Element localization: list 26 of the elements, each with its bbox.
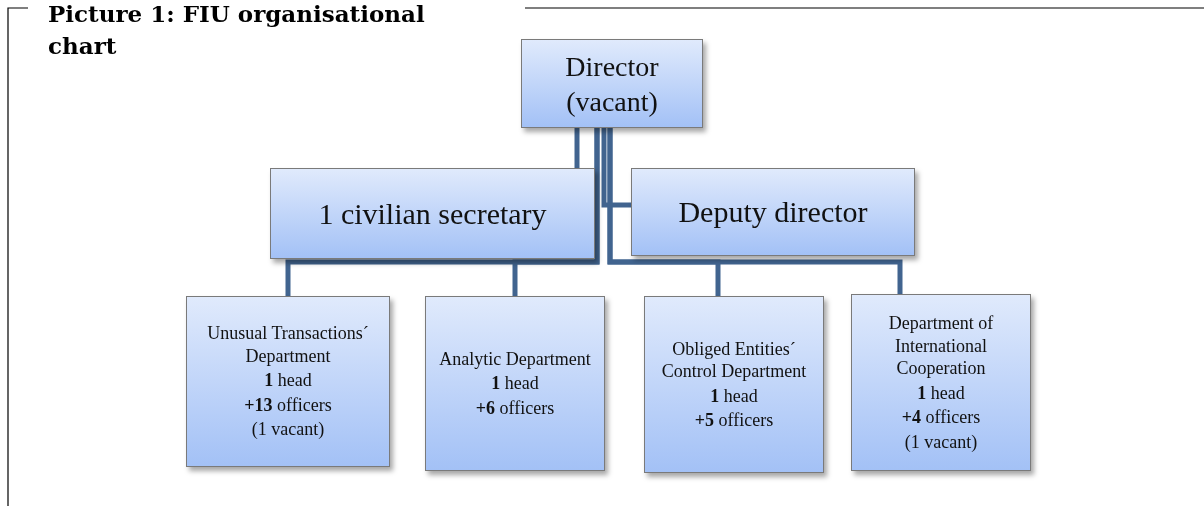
staff-count: +13 officers <box>244 393 332 417</box>
connector-line <box>601 128 631 208</box>
staff-count: (1 vacant) <box>904 430 978 453</box>
staff-count: +5 officers <box>694 409 774 432</box>
department-box <box>644 296 824 473</box>
staff-count: 1 head <box>710 384 758 407</box>
department-box <box>186 296 390 467</box>
staff-count: (1 vacant) <box>251 418 325 441</box>
staff-count: 1 head <box>917 381 965 404</box>
staff-count: +6 officers <box>475 396 555 420</box>
box-title: Director (vacant) <box>564 49 660 119</box>
department-box <box>851 294 1031 471</box>
department-box <box>425 296 605 471</box>
position-box <box>521 39 703 128</box>
staff-count: +4 officers <box>901 406 981 429</box>
connector-line <box>512 128 600 296</box>
chart-title: Picture 1: FIU organisational chart <box>48 0 426 61</box>
staff-count: 1 head <box>264 369 312 392</box>
connector-line <box>574 128 580 168</box>
connector-line <box>607 128 903 294</box>
position-box <box>270 168 595 259</box>
box-title: Analytic Department <box>439 347 591 371</box>
staff-count: 1 head <box>491 372 539 395</box>
box-title: Deputy director <box>678 194 868 231</box>
box-title: 1 civilian secretary <box>318 195 547 232</box>
position-box <box>631 168 915 256</box>
